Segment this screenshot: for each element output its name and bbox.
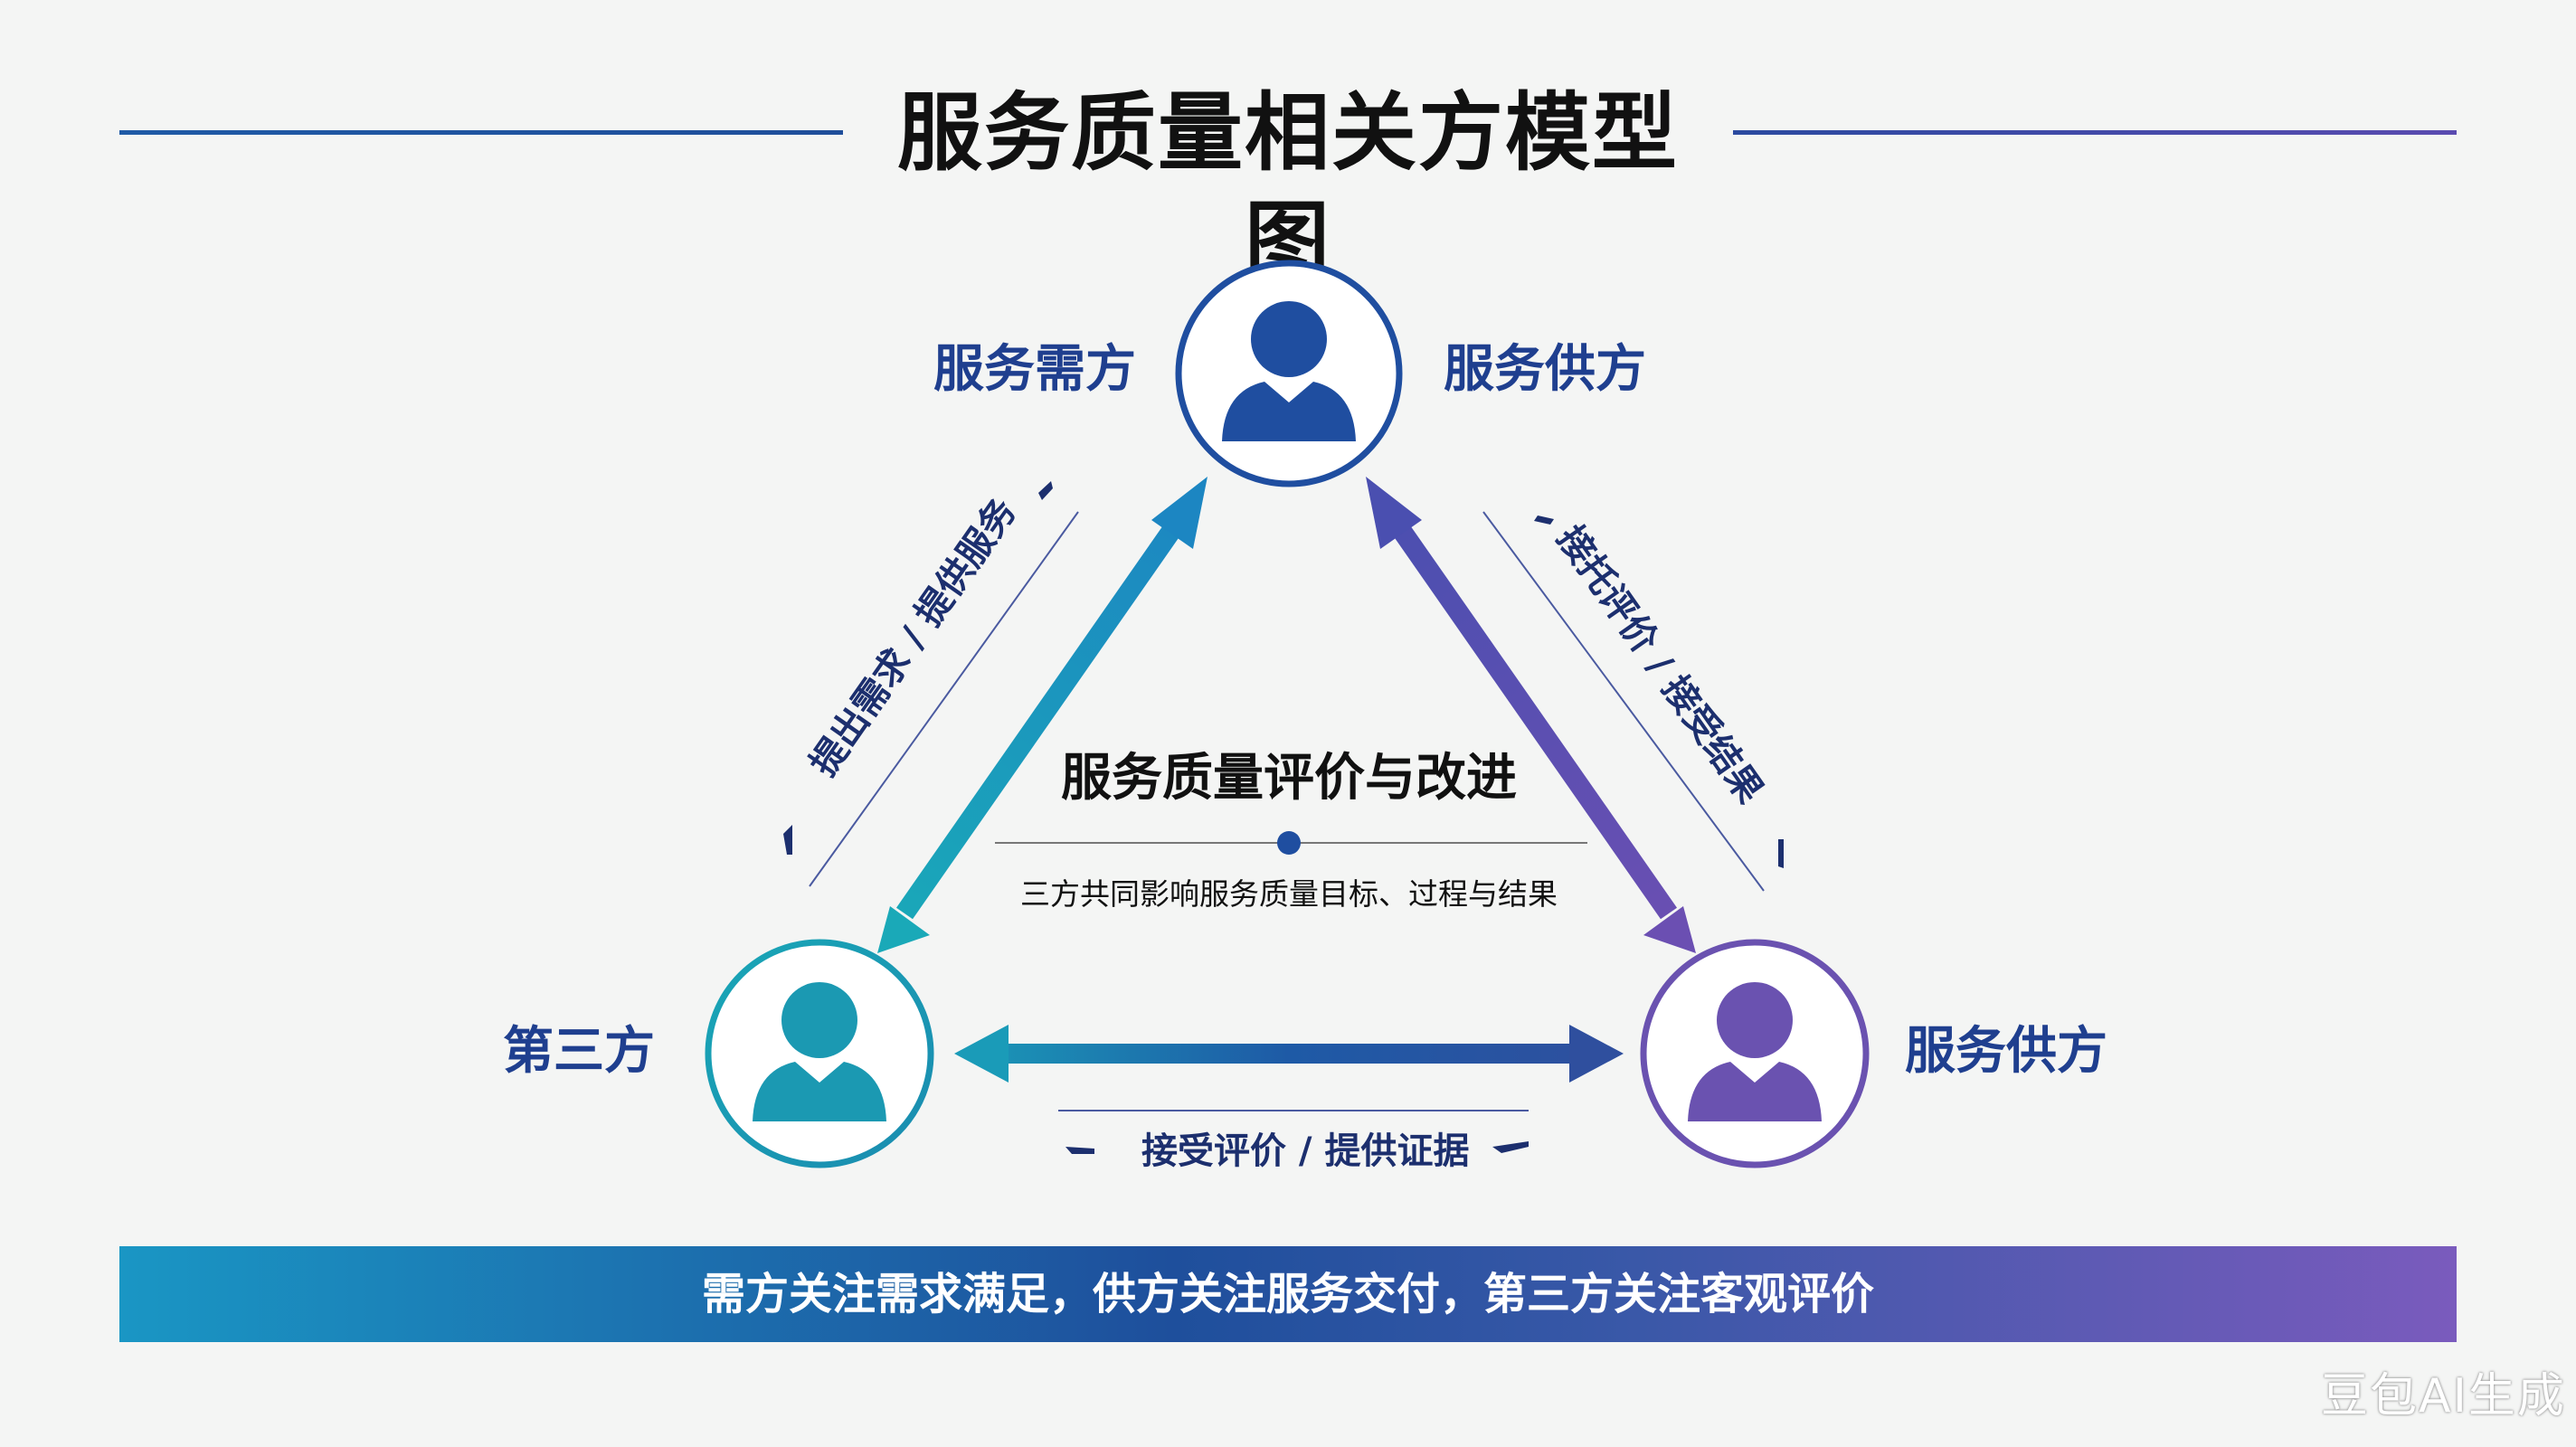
- node-third-party: [705, 939, 934, 1168]
- double-arrow-left: [877, 477, 1208, 953]
- label-service-demander: 服务需方: [933, 340, 1136, 399]
- center-divider: [995, 831, 1587, 855]
- person-icon: [753, 982, 886, 1121]
- label-service-supplier-right: 服务供方: [1905, 1022, 2107, 1081]
- guide-line-right: [1482, 511, 1765, 892]
- title-rule-right: [1733, 130, 2457, 135]
- person-icon: [1222, 301, 1356, 441]
- center-title: 服务质量评价与改进: [1061, 749, 1517, 808]
- bottom-banner: 需方关注需求满足，供方关注服务交付，第三方关注客观评价: [119, 1246, 2457, 1342]
- double-arrow-bottom: [954, 1025, 1624, 1083]
- double-arrow-right: [1366, 477, 1696, 953]
- node-service-supplier: [1640, 939, 1870, 1168]
- bottom-banner-text: 需方关注需求满足，供方关注服务交付，第三方关注客观评价: [701, 1269, 1874, 1319]
- guide-line-left: [809, 511, 1079, 887]
- edge-dashes: [783, 481, 1784, 1154]
- label-service-supplier-top: 服务供方: [1444, 340, 1646, 399]
- edge-label-bottom: 接受评价 / 提供证据: [1141, 1130, 1470, 1172]
- center-subtitle: 三方共同影响服务质量目标、过程与结果: [1020, 876, 1558, 912]
- label-third-party: 第三方: [503, 1022, 655, 1081]
- watermark: 豆包AI生成: [2321, 1369, 2566, 1423]
- node-top-service-demander: [1175, 260, 1403, 487]
- title-rule-left: [119, 130, 843, 135]
- person-icon: [1688, 982, 1822, 1121]
